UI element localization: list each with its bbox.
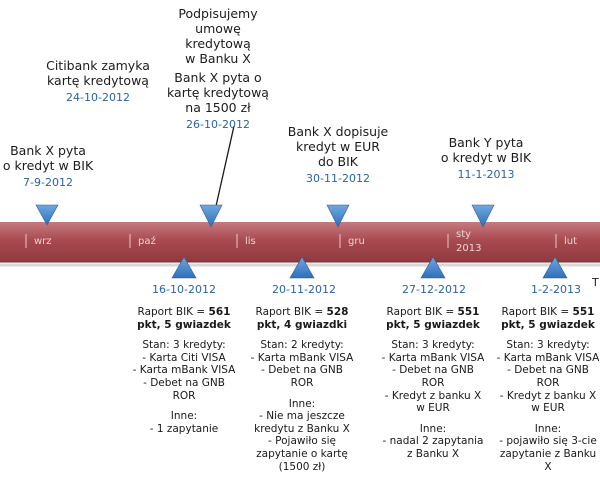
report-other-title: Inne: (170, 410, 198, 423)
axis-trailing-label: T (592, 276, 599, 289)
month-label-sty: sty 2013 (456, 229, 482, 254)
bik-report-1: Raport BIK = 561 pkt, 5 gwiazdek Stan: 3… (125, 306, 243, 435)
top-event-1: Bank X pyta o kredyt w BIK 7-9-2012 (0, 143, 96, 189)
report-other-lines: - 1 zapytanie (149, 422, 219, 435)
report-other-title: Inne: (534, 422, 562, 435)
event-title: Podpisujemy umowę kredytową w Banku X (178, 6, 258, 66)
bik-report-2: Raport BIK = 528 pkt, 4 gwiazdki Stan: 2… (243, 306, 361, 473)
event-date: 30-11-2012 (306, 172, 370, 185)
report-score: Raport BIK = 561 (137, 306, 231, 318)
report-other-title: Inne: (288, 397, 316, 410)
event-title: Bank X dopisuje kredyt w EUR do BIK (287, 124, 389, 169)
report-score: Raport BIK = 528 (255, 306, 349, 318)
top-event-5: Bank X dopisuje kredyt w EUR do BIK 30-1… (282, 124, 394, 185)
event-marker-up (542, 256, 568, 279)
bik-report-4: Raport BIK = 551 pkt, 5 gwiazdek Stan: 3… (496, 306, 600, 473)
report-state-lines: - Karta mBank VISA - Debet na GNB ROR (250, 351, 354, 389)
event-marker-down (35, 204, 59, 226)
event-date: 24-10-2012 (66, 91, 130, 104)
connector-line (213, 125, 235, 216)
month-label-lut: lut (564, 236, 578, 247)
month-label-wrz: wrz (34, 236, 52, 247)
top-event-3: Podpisujemy umowę kredytową w Banku X (166, 6, 270, 66)
report-score: Raport BIK = 551 (386, 306, 480, 318)
event-marker-down (326, 204, 350, 228)
report-score-suffix: pkt, 5 gwiazdek (137, 318, 231, 331)
report-state-title: Stan: 3 kredyty: (142, 339, 226, 352)
event-title: Bank X pyta o kredyt w BIK (2, 143, 94, 173)
report-other-title: Inne: (419, 422, 447, 435)
event-marker-up (289, 256, 315, 279)
report-date: 16-10-2012 (152, 283, 216, 296)
event-marker-up (171, 256, 197, 279)
event-title: Citibank zamyka kartę kredytową (46, 58, 150, 88)
report-state-lines: - Karta mBank VISA - Debet na GNB ROR - … (381, 351, 485, 415)
report-score-suffix: pkt, 4 gwiazdki (256, 318, 348, 331)
report-other-lines: - Nie ma jeszcze kredytu z Banku X - Poj… (254, 410, 350, 473)
top-event-6: Bank Y pyta o kredyt w BIK 11-1-2013 (430, 135, 542, 181)
event-date: 26-10-2012 (186, 118, 250, 131)
report-other-lines: - pojawiło się 3-cie zapytanie z Banku X (499, 435, 597, 473)
report-score-suffix: pkt, 5 gwiazdek (501, 318, 595, 331)
month-label-paz: paź (138, 236, 156, 247)
report-state-title: Stan: 3 kredyty: (391, 339, 475, 352)
report-state-title: Stan: 2 kredyty: (260, 339, 344, 352)
report-state-lines: - Karta mBank VISA - Debet na GNB ROR - … (496, 351, 600, 415)
report-date: 1-2-2013 (531, 283, 581, 296)
report-state-title: Stan: 3 kredyty: (506, 339, 590, 352)
event-marker-down (471, 204, 495, 228)
event-title: Bank X pyta o kartę kredytową na 1500 zł (167, 70, 269, 115)
report-date: 20-11-2012 (272, 283, 336, 296)
report-other-lines: - nadal 2 zapytania z Banku X (382, 435, 484, 460)
event-date: 7-9-2012 (23, 176, 73, 189)
report-state-lines: - Karta Citi VISA - Karta mBank VISA - D… (132, 351, 236, 402)
month-label-lis: lis (245, 236, 256, 247)
top-event-4: Bank X pyta o kartę kredytową na 1500 zł… (160, 70, 276, 131)
event-marker-down (199, 204, 223, 228)
top-event-2: Citibank zamyka kartę kredytową 24-10-20… (38, 58, 158, 104)
report-date: 27-12-2012 (402, 283, 466, 296)
event-marker-up (420, 256, 446, 279)
report-score: Raport BIK = 551 (501, 306, 595, 318)
timeline-band (0, 222, 600, 262)
report-score-suffix: pkt, 5 gwiazdek (386, 318, 480, 331)
event-date: 11-1-2013 (457, 168, 515, 181)
bik-report-3: Raport BIK = 551 pkt, 5 gwiazdek Stan: 3… (374, 306, 492, 461)
month-label-gru: gru (348, 236, 365, 247)
month-ticks (25, 234, 557, 248)
event-title: Bank Y pyta o kredyt w BIK (440, 135, 532, 165)
